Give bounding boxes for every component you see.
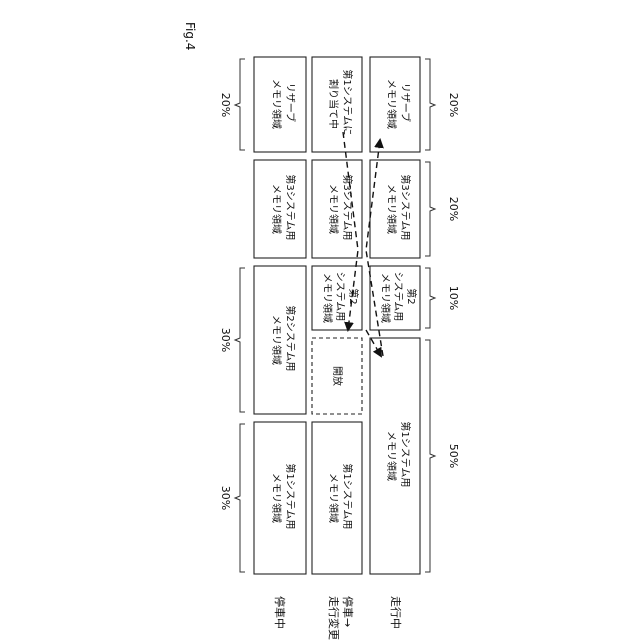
row-label-running: 走行中: [389, 596, 402, 629]
brace-top-reserve: [235, 59, 245, 150]
brace-bottom-reserve: [425, 59, 435, 150]
brace-top-sys2-sys3: [235, 268, 245, 412]
percent-bottom-sys3: 20%: [447, 197, 460, 221]
brace-bottom-sys1: [425, 340, 435, 572]
percent-bottom-sys2: 10%: [447, 286, 460, 310]
brace-bottom-sys3: [425, 162, 435, 256]
row-changing: 第1システム用 メモリ領域 開放 第2 システム用 メモリ領域 第3システム用 …: [312, 57, 362, 574]
row-label-changing: 停車→ 走行変更中: [327, 596, 355, 640]
row-parked: 第1システム用 メモリ領域 第2システム用 メモリ領域 第3システム用 メモリ領…: [254, 57, 306, 574]
brace-top-sys1: [235, 424, 245, 572]
row-running: 第1システム用 メモリ領域 第2 システム用 メモリ領域 第3システム用 メモリ…: [370, 57, 420, 574]
percent-bottom-sys1: 50%: [447, 444, 460, 468]
percent-top-sys2: 30%: [219, 328, 232, 352]
percent-top-reserve: 20%: [219, 93, 232, 117]
percent-top-sys1: 30%: [219, 486, 232, 510]
percent-bottom-reserve: 20%: [447, 93, 460, 117]
brace-bottom-sys2: [425, 268, 435, 328]
figure-label: Fig.4: [183, 22, 197, 50]
changing-release-label: 開放: [331, 366, 344, 386]
row-label-parked: 停車中: [273, 596, 287, 629]
